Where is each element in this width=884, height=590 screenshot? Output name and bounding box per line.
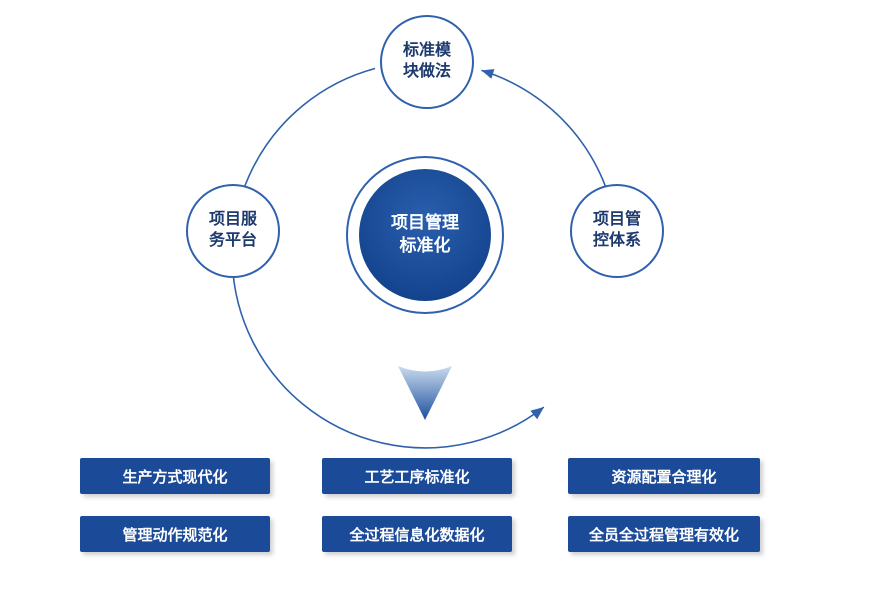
benefit-box-row1-col2: 工艺工序标准化 <box>322 458 512 494</box>
center-node-ring: 项目管理 标准化 <box>346 156 504 314</box>
benefit-box-row2-col1: 管理动作规范化 <box>80 516 270 552</box>
center-node-label-line2: 标准化 <box>399 236 451 255</box>
satellite-node-service-platform: 项目服 务平台 <box>186 184 280 278</box>
arc-arrowhead-bottom-icon <box>530 407 544 420</box>
satellite-label-line2: 控体系 <box>592 232 641 249</box>
benefit-box-row1-col3: 资源配置合理化 <box>568 458 760 494</box>
orbit-arc-left-bottom <box>231 67 545 449</box>
satellite-label-line1: 项目管 <box>592 211 641 229</box>
benefit-box-row1-col1: 生产方式现代化 <box>80 458 270 494</box>
satellite-node-control-system: 项目管 控体系 <box>570 184 664 278</box>
satellite-label-line1: 标准模 <box>402 42 451 60</box>
satellite-label-line1: 项目服 <box>208 211 257 229</box>
center-node: 项目管理 标准化 <box>359 169 491 301</box>
satellite-node-standard-modules: 标准模 块做法 <box>380 15 474 109</box>
arc-arrowhead-top-icon <box>481 69 495 79</box>
satellite-label-line2: 块做法 <box>402 63 451 80</box>
down-arrow-icon <box>398 366 452 420</box>
satellite-label-line2: 务平台 <box>208 232 257 249</box>
benefit-box-row2-col3: 全员全过程管理有效化 <box>568 516 760 552</box>
benefit-box-row2-col2: 全过程信息化数据化 <box>322 516 512 552</box>
center-node-label-line1: 项目管理 <box>391 213 459 233</box>
